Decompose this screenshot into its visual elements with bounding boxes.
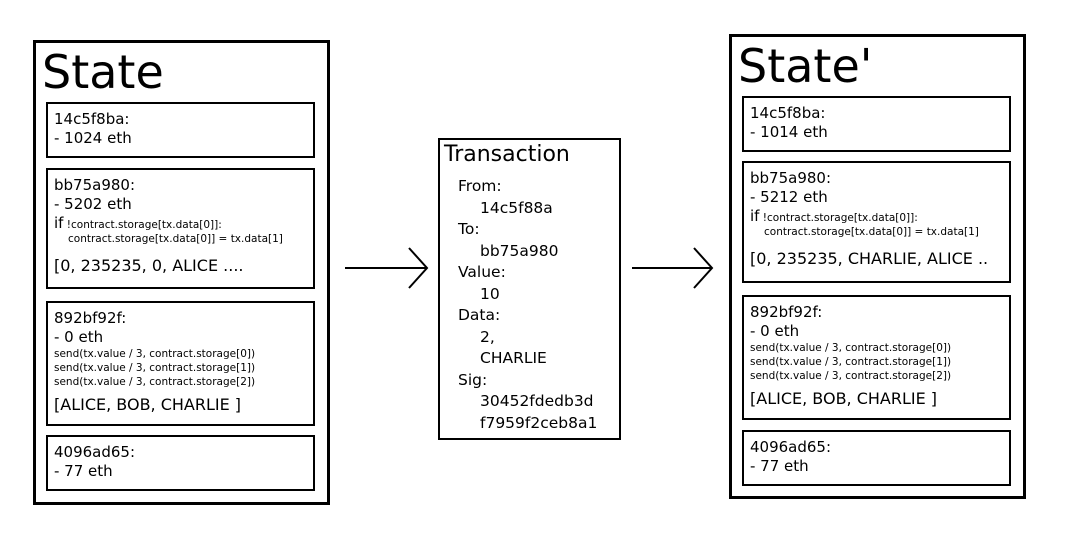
tx-field-label-value: Value: bbox=[458, 263, 506, 281]
tx-field-value-sig: f7959f2ceb8a1 bbox=[480, 413, 598, 432]
transaction-fields: From: 14c5f88a To: bb75a980 Value: 10 Da… bbox=[458, 176, 597, 434]
transaction-box: Transaction From: 14c5f88a To: bb75a980 … bbox=[438, 138, 621, 440]
contract-code-line: send(tx.value / 3, contract.storage[1]) bbox=[750, 356, 952, 368]
state-panel: State 14c5f8ba: - 1024 eth bb75a980: - 5… bbox=[33, 40, 330, 505]
contract-storage: [ALICE, BOB, CHARLIE ] bbox=[750, 389, 938, 408]
account-balance: - 77 eth bbox=[54, 462, 113, 480]
transaction-title: Transaction bbox=[444, 142, 570, 167]
tx-field-label-from: From: bbox=[458, 177, 502, 195]
code-if-keyword: if bbox=[54, 214, 64, 232]
state-prime-title: State' bbox=[738, 39, 873, 93]
state-title: State bbox=[42, 45, 164, 99]
account-address: bb75a980: bbox=[750, 169, 832, 187]
contract-code-line: send(tx.value / 3, contract.storage[2]) bbox=[750, 370, 952, 382]
account-balance: - 0 eth bbox=[750, 322, 800, 340]
account-card-bb75a980: bb75a980: - 5212 eth if !contract.storag… bbox=[742, 161, 1011, 283]
tx-field-label-sig: Sig: bbox=[458, 370, 488, 389]
account-balance: - 0 eth bbox=[54, 328, 104, 346]
state-prime-panel: State' 14c5f8ba: - 1014 eth bb75a980: - … bbox=[729, 34, 1026, 499]
tx-field-label-to: To: bbox=[458, 220, 480, 238]
account-card-bb75a980: bb75a980: - 5202 eth if !contract.storag… bbox=[46, 168, 315, 289]
account-card-892bf92f: 892bf92f: - 0 eth send(tx.value / 3, con… bbox=[742, 295, 1011, 420]
account-balance: - 1024 eth bbox=[54, 129, 132, 147]
contract-code-line: send(tx.value / 3, contract.storage[0]) bbox=[54, 348, 256, 360]
tx-field-value-sig: 30452fdedb3d bbox=[480, 392, 594, 410]
account-balance: - 77 eth bbox=[750, 457, 809, 475]
code-if-keyword: if bbox=[750, 207, 760, 225]
account-card-4096ad65: 4096ad65: - 77 eth bbox=[46, 435, 315, 491]
account-address: 14c5f8ba: bbox=[750, 104, 826, 122]
contract-storage: [0, 235235, 0, ALICE .... bbox=[54, 256, 244, 275]
contract-code-line: contract.storage[tx.data[0]] = tx.data[1… bbox=[68, 233, 283, 245]
account-card-892bf92f: 892bf92f: - 0 eth send(tx.value / 3, con… bbox=[46, 301, 315, 426]
account-address: 892bf92f: bbox=[750, 303, 823, 321]
contract-code-line: send(tx.value / 3, contract.storage[2]) bbox=[54, 376, 256, 388]
account-balance: - 1014 eth bbox=[750, 123, 828, 141]
contract-code-line: if !contract.storage[tx.data[0]]: bbox=[750, 207, 918, 225]
account-address: 4096ad65: bbox=[54, 443, 136, 461]
account-address: 892bf92f: bbox=[54, 309, 127, 327]
contract-storage: [0, 235235, CHARLIE, ALICE .. bbox=[750, 249, 989, 268]
arrow-state-to-transaction bbox=[345, 247, 429, 289]
arrow-transaction-to-state-prime bbox=[632, 247, 714, 289]
account-address: bb75a980: bbox=[54, 176, 136, 194]
contract-code-line: send(tx.value / 3, contract.storage[0]) bbox=[750, 342, 952, 354]
account-address: 4096ad65: bbox=[750, 438, 832, 456]
account-card-14c5f8ba: 14c5f8ba: - 1024 eth bbox=[46, 102, 315, 158]
account-card-14c5f8ba: 14c5f8ba: - 1014 eth bbox=[742, 96, 1011, 152]
contract-code-line: if !contract.storage[tx.data[0]]: bbox=[54, 214, 222, 232]
tx-field-value-from: 14c5f88a bbox=[480, 198, 553, 217]
tx-field-value-data: 2, bbox=[480, 327, 495, 346]
tx-field-value-value: 10 bbox=[480, 284, 500, 303]
tx-field-value-data: CHARLIE bbox=[480, 349, 547, 367]
contract-code-line: contract.storage[tx.data[0]] = tx.data[1… bbox=[764, 226, 979, 238]
account-balance: - 5212 eth bbox=[750, 188, 828, 206]
account-balance: - 5202 eth bbox=[54, 195, 132, 213]
tx-field-label-data: Data: bbox=[458, 306, 501, 324]
account-address: 14c5f8ba: bbox=[54, 110, 130, 128]
account-card-4096ad65: 4096ad65: - 77 eth bbox=[742, 430, 1011, 486]
contract-storage: [ALICE, BOB, CHARLIE ] bbox=[54, 395, 242, 414]
tx-field-value-to: bb75a980 bbox=[480, 241, 559, 260]
contract-code-line: send(tx.value / 3, contract.storage[1]) bbox=[54, 362, 256, 374]
